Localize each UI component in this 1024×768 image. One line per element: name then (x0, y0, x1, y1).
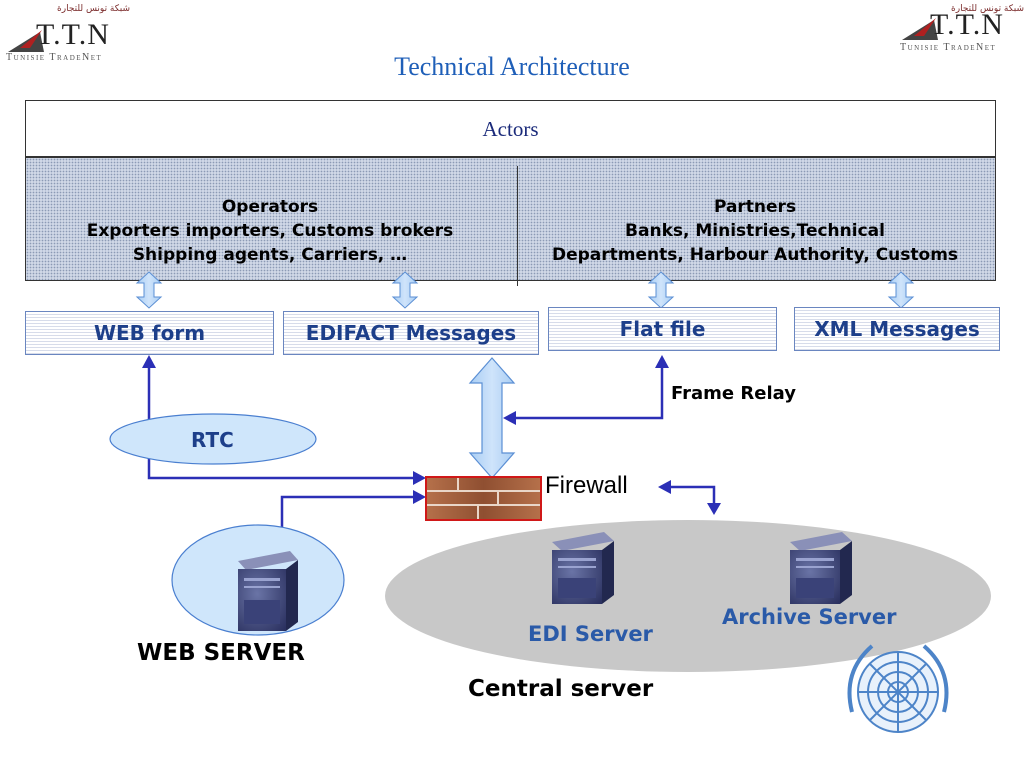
partners-title: Partners (713, 197, 797, 217)
flat-file-box: Flat file (548, 307, 777, 351)
logo-emblem-icon (8, 30, 44, 52)
edi-server-icon (552, 532, 614, 604)
web-form-box: WEB form (25, 311, 274, 355)
firewall-label: Firewall (545, 472, 628, 499)
rtc-connector (147, 364, 416, 480)
edi-server-label: EDI Server (528, 622, 653, 646)
double-arrow-xml (887, 271, 915, 309)
logo-arabic-text: شبكة تونس للتجارة (57, 4, 130, 14)
ttn-logo-left: شبكة تونس للتجارة T.T.N Tunisie TradeNet (4, 4, 134, 74)
edifact-messages-box: EDIFACT Messages (283, 311, 539, 355)
double-arrow-edifact (391, 271, 419, 309)
actors-panel (25, 156, 996, 281)
logo-subtitle: Tunisie TradeNet (6, 52, 103, 63)
operators-line-3: Shipping agents, Carriers, … (132, 245, 408, 265)
central-server-ellipse (385, 520, 991, 672)
un-emblem-icon (847, 644, 949, 733)
operators-line-2: Exporters importers, Customs brokers (86, 221, 454, 241)
actors-divider (517, 166, 518, 286)
firewall-brick-icon (425, 476, 542, 521)
logo-ttn-text: T.T.N (930, 8, 1004, 41)
logo-arabic-text: شبكة تونس للتجارة (951, 4, 1024, 14)
archive-server-icon (790, 532, 852, 604)
archive-server-label: Archive Server (722, 605, 897, 629)
operators-title: Operators (221, 197, 319, 217)
firewall-central-connector (668, 485, 716, 506)
double-arrow-flat-file (647, 271, 675, 309)
frame-relay-connector (512, 364, 664, 420)
operators-group: Operators Exporters importers, Customs b… (40, 195, 500, 267)
xml-messages-box: XML Messages (794, 307, 1000, 351)
rtc-label: RTC (191, 428, 234, 452)
web-server-label: WEB SERVER (137, 640, 305, 666)
partners-line-3: Departments, Harbour Authority, Customs (551, 245, 959, 265)
partners-line-2: Banks, Ministries,Technical (625, 221, 885, 241)
actors-header: Actors (25, 100, 996, 157)
logo-subtitle: Tunisie TradeNet (900, 42, 997, 53)
double-arrow-web-form (135, 271, 163, 309)
page-title: Technical Architecture (394, 52, 630, 81)
rtc-ellipse (109, 413, 317, 465)
ttn-logo-right: شبكة تونس للتجارة T.T.N Tunisie TradeNet (898, 4, 1024, 74)
frame-relay-label: Frame Relay (671, 383, 796, 404)
logo-ttn-text: T.T.N (36, 18, 110, 51)
central-server-label: Central server (468, 676, 654, 702)
logo-emblem-icon (902, 18, 938, 40)
web-server-connector (280, 495, 416, 535)
partners-group: Partners Banks, Ministries,Technical Dep… (505, 195, 1005, 267)
web-server-icon (238, 551, 298, 631)
